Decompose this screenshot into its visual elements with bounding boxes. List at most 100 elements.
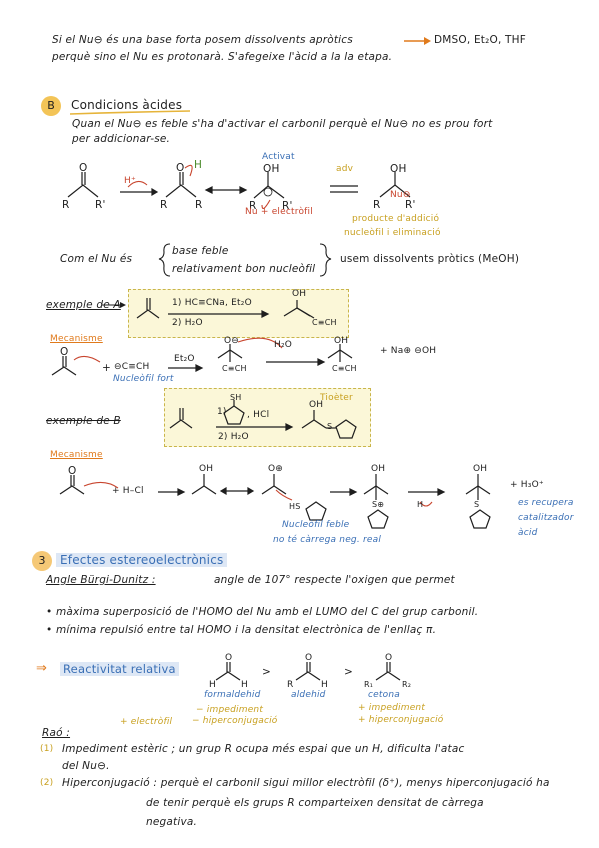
- mech-b-nu-weak-1: Nucleòfil feble: [282, 520, 350, 530]
- right-note-1: + impediment: [358, 703, 426, 713]
- com-el-nu: Com el Nu és: [60, 253, 133, 265]
- bracket-line-2: relativament bon nucleòfil: [172, 263, 316, 275]
- mid-note-2: − hiperconjugació: [192, 716, 278, 726]
- mech-b-recover-1: es recupera: [518, 498, 574, 508]
- r-o-2: O: [305, 653, 313, 663]
- example-b-box: [164, 388, 371, 447]
- scheme-o-1: O: [79, 162, 88, 174]
- example-b-oh: OH: [309, 400, 324, 410]
- ketone-label: cetona: [368, 690, 400, 700]
- scheme-r-3: R: [195, 199, 203, 211]
- mech-a-acetylide: ⊖C≡CH: [114, 362, 150, 372]
- mech-b-label: Mecanisme: [50, 450, 103, 460]
- scheme-product-2: nucleòfil i eliminació: [344, 228, 441, 238]
- reason-1-num: (1): [40, 744, 54, 754]
- r-h-3: H: [321, 680, 328, 690]
- r-o-1: O: [225, 653, 233, 663]
- burgi-text: angle de 107° respecte l'oxigen que perm…: [214, 574, 455, 586]
- mech-b-oh-2: OH: [371, 464, 386, 474]
- example-b-hcl: , HCl: [247, 410, 270, 420]
- scheme-h-green: H: [194, 159, 203, 171]
- scheme-nu-electrofil: Nu + electròfil: [245, 207, 313, 217]
- bracket-conclusion: usem dissolvents pròtics (MeOH): [340, 253, 520, 265]
- example-b-reagent-1: 1): [217, 407, 227, 417]
- aldehyde-label: aldehid: [291, 690, 326, 700]
- r-r2: R₂: [402, 680, 412, 689]
- example-b-reagent-2: 2) H₂O: [218, 432, 249, 442]
- example-a-oh: OH: [292, 289, 307, 299]
- example-a-reagent-2: 2) H₂O: [172, 318, 203, 328]
- mech-a-solvent: Et₂O: [174, 354, 195, 364]
- mech-a-nucleo-fort: Nucleòfil fort: [113, 374, 174, 384]
- left-note: + electròfil: [120, 717, 173, 727]
- mech-b-nu-weak-2: no té càrrega neg. real: [273, 535, 382, 545]
- section-b-badge: B: [41, 96, 61, 116]
- mech-b-oh: OH: [199, 464, 214, 474]
- scheme-o-2: O: [176, 162, 185, 174]
- scheme-activat: Activat: [262, 152, 295, 162]
- r-h-2: H: [241, 680, 248, 690]
- mech-b-recover-2: catalitzador: [518, 513, 574, 523]
- section-b-title: Condicions àcides: [71, 98, 183, 112]
- example-a-label: exemple de A: [46, 299, 121, 311]
- example-a-box: [128, 289, 349, 338]
- section-b-intro-1: Quan el Nu⊖ es feble s'ha d'activar el c…: [72, 118, 493, 130]
- mech-a-label: Mecanisme: [50, 334, 103, 344]
- r-h-1: H: [209, 680, 216, 690]
- r-r: R: [287, 680, 294, 690]
- mech-a-o: O: [60, 346, 69, 358]
- intro-solvents: DMSO, Et₂O, THF: [434, 34, 526, 46]
- scheme-adv: adv: [336, 164, 354, 174]
- mech-a-side: + Na⊕ ⊖OH: [380, 346, 437, 356]
- mech-b-o: O: [68, 465, 77, 477]
- reactivity-arrow: ⇒: [36, 661, 48, 676]
- scheme-r-1: R: [62, 199, 70, 211]
- reason-1-text-1: Impediment estèric ; un grup R ocupa més…: [62, 743, 465, 755]
- bullet-2: • mínima repulsió entre tal HOMO i la de…: [46, 624, 437, 636]
- reasons-title: Raó :: [42, 727, 71, 739]
- mech-b-hcl: + H–Cl: [112, 486, 144, 496]
- burgi-label: Angle Bürgi-Dunitz :: [46, 574, 156, 586]
- reason-2-text-2: de tenir perquè els grups R comparteixen…: [146, 797, 484, 809]
- example-b-s: S: [327, 422, 333, 431]
- mech-b-s: S: [474, 500, 480, 509]
- mech-a-plus: +: [102, 362, 111, 374]
- right-note-2: + hiperconjugació: [358, 715, 444, 725]
- example-b-label: exemple de B: [46, 415, 121, 427]
- bracket-line-1: base feble: [172, 245, 229, 257]
- mid-note-1: − impediment: [196, 705, 264, 715]
- mech-a-o-minus: O⊖: [224, 336, 240, 346]
- scheme-product: producte d'addició: [352, 214, 440, 224]
- scheme-oh-5: OH: [390, 163, 407, 175]
- reason-2-text-3: negativa.: [146, 816, 198, 828]
- section-3-badge: 3: [32, 551, 52, 571]
- reactivity-title: Reactivitat relativa: [60, 662, 179, 676]
- reason-1-text-2: del Nu⊖.: [62, 760, 110, 772]
- reason-2-num: (2): [40, 778, 54, 788]
- section-b-intro-2: per addicionar-se.: [72, 133, 171, 145]
- scheme-nu-minus: Nu⊖: [390, 190, 411, 200]
- scheme-r-2: R: [160, 199, 168, 211]
- mech-a-water: H₂O: [274, 340, 293, 350]
- mech-b-oh-3: OH: [473, 464, 488, 474]
- r-gt-2: >: [344, 666, 353, 678]
- example-a-reagent-1: 1) HC≡CNa, Et₂O: [172, 298, 252, 308]
- mech-a-cch-2: C≡CH: [332, 364, 357, 373]
- section-3-title: Efectes estereoelectrònics: [56, 553, 228, 567]
- mech-b-s-plus: S⊕: [372, 500, 385, 509]
- r-gt-1: >: [262, 666, 271, 678]
- mech-b-h3o: + H₃O⁺: [510, 480, 544, 490]
- mech-b-hs: HS: [289, 502, 301, 511]
- mech-a-oh: OH: [334, 336, 349, 346]
- mech-b-h: H: [417, 500, 424, 509]
